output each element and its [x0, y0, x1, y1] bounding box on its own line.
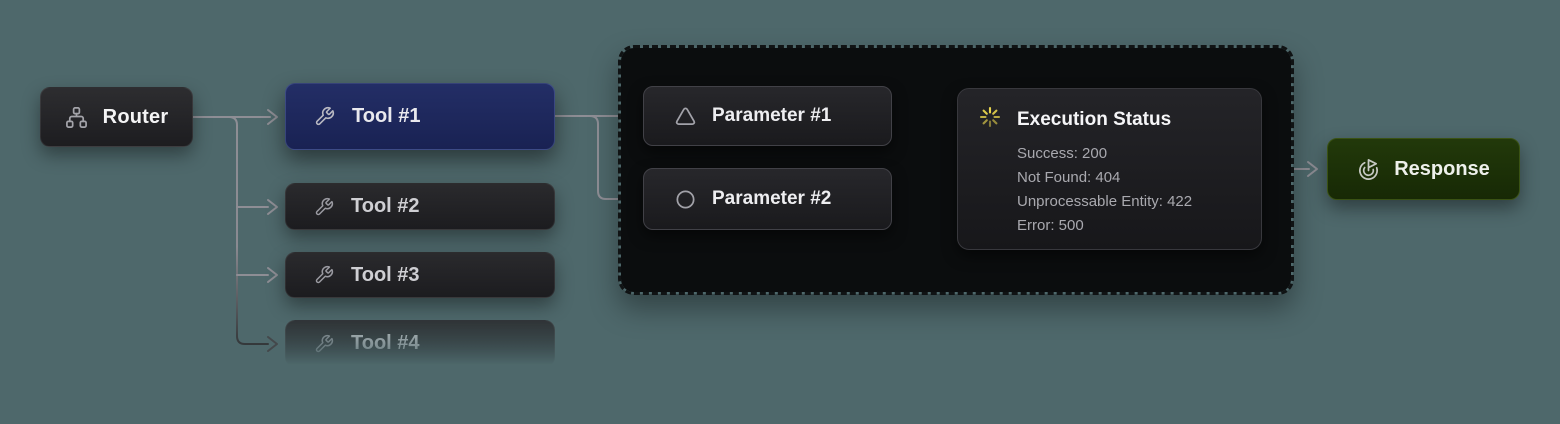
- status-line-unprocessable: Unprocessable Entity: 422: [1017, 193, 1193, 210]
- execution-status-card[interactable]: Execution Status Success: 200 Not Found:…: [957, 88, 1262, 250]
- tool-node-4[interactable]: Tool #4: [285, 320, 555, 367]
- triangle-icon: [674, 105, 697, 128]
- goal-icon: [1357, 158, 1380, 181]
- tool-label: Tool #1: [352, 105, 421, 127]
- router-label: Router: [102, 105, 169, 128]
- router-node[interactable]: Router: [40, 87, 193, 147]
- wrench-icon: [314, 197, 334, 217]
- network-icon: [65, 106, 88, 129]
- parameter-node-2[interactable]: Parameter #2: [643, 168, 892, 230]
- status-line-error: Error: 500: [1017, 217, 1084, 234]
- tool-node-2[interactable]: Tool #2: [285, 183, 555, 230]
- wrench-icon: [314, 106, 335, 127]
- tool-label: Tool #3: [351, 263, 420, 286]
- response-label: Response: [1394, 157, 1490, 180]
- parameter-node-1[interactable]: Parameter #1: [643, 86, 892, 146]
- status-line-not-found: Not Found: 404: [1017, 169, 1121, 186]
- status-line-success: Success: 200: [1017, 145, 1108, 162]
- parameter-label: Parameter #2: [712, 188, 832, 209]
- execution-status-title: Execution Status: [1017, 108, 1172, 130]
- tool-label: Tool #4: [351, 332, 420, 354]
- circle-icon: [674, 188, 697, 211]
- spinner-icon: [978, 105, 1002, 134]
- tool-label: Tool #2: [351, 195, 420, 217]
- response-node[interactable]: Response: [1327, 138, 1520, 200]
- tool-node-3[interactable]: Tool #3: [285, 252, 555, 298]
- wrench-icon: [314, 265, 334, 285]
- wrench-icon: [314, 334, 334, 354]
- parameter-label: Parameter #1: [712, 105, 832, 126]
- tool-node-1[interactable]: Tool #1: [285, 83, 555, 150]
